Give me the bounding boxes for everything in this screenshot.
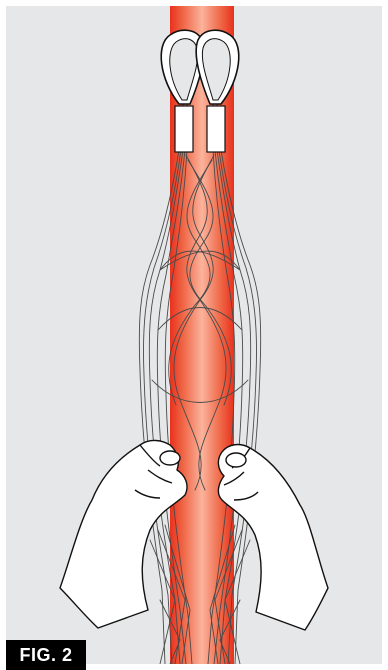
- figure-label: FIG. 2: [6, 640, 86, 670]
- right-sleeve: [207, 106, 225, 152]
- left-sleeve: [175, 106, 193, 152]
- right-hand-icon: [218, 445, 328, 630]
